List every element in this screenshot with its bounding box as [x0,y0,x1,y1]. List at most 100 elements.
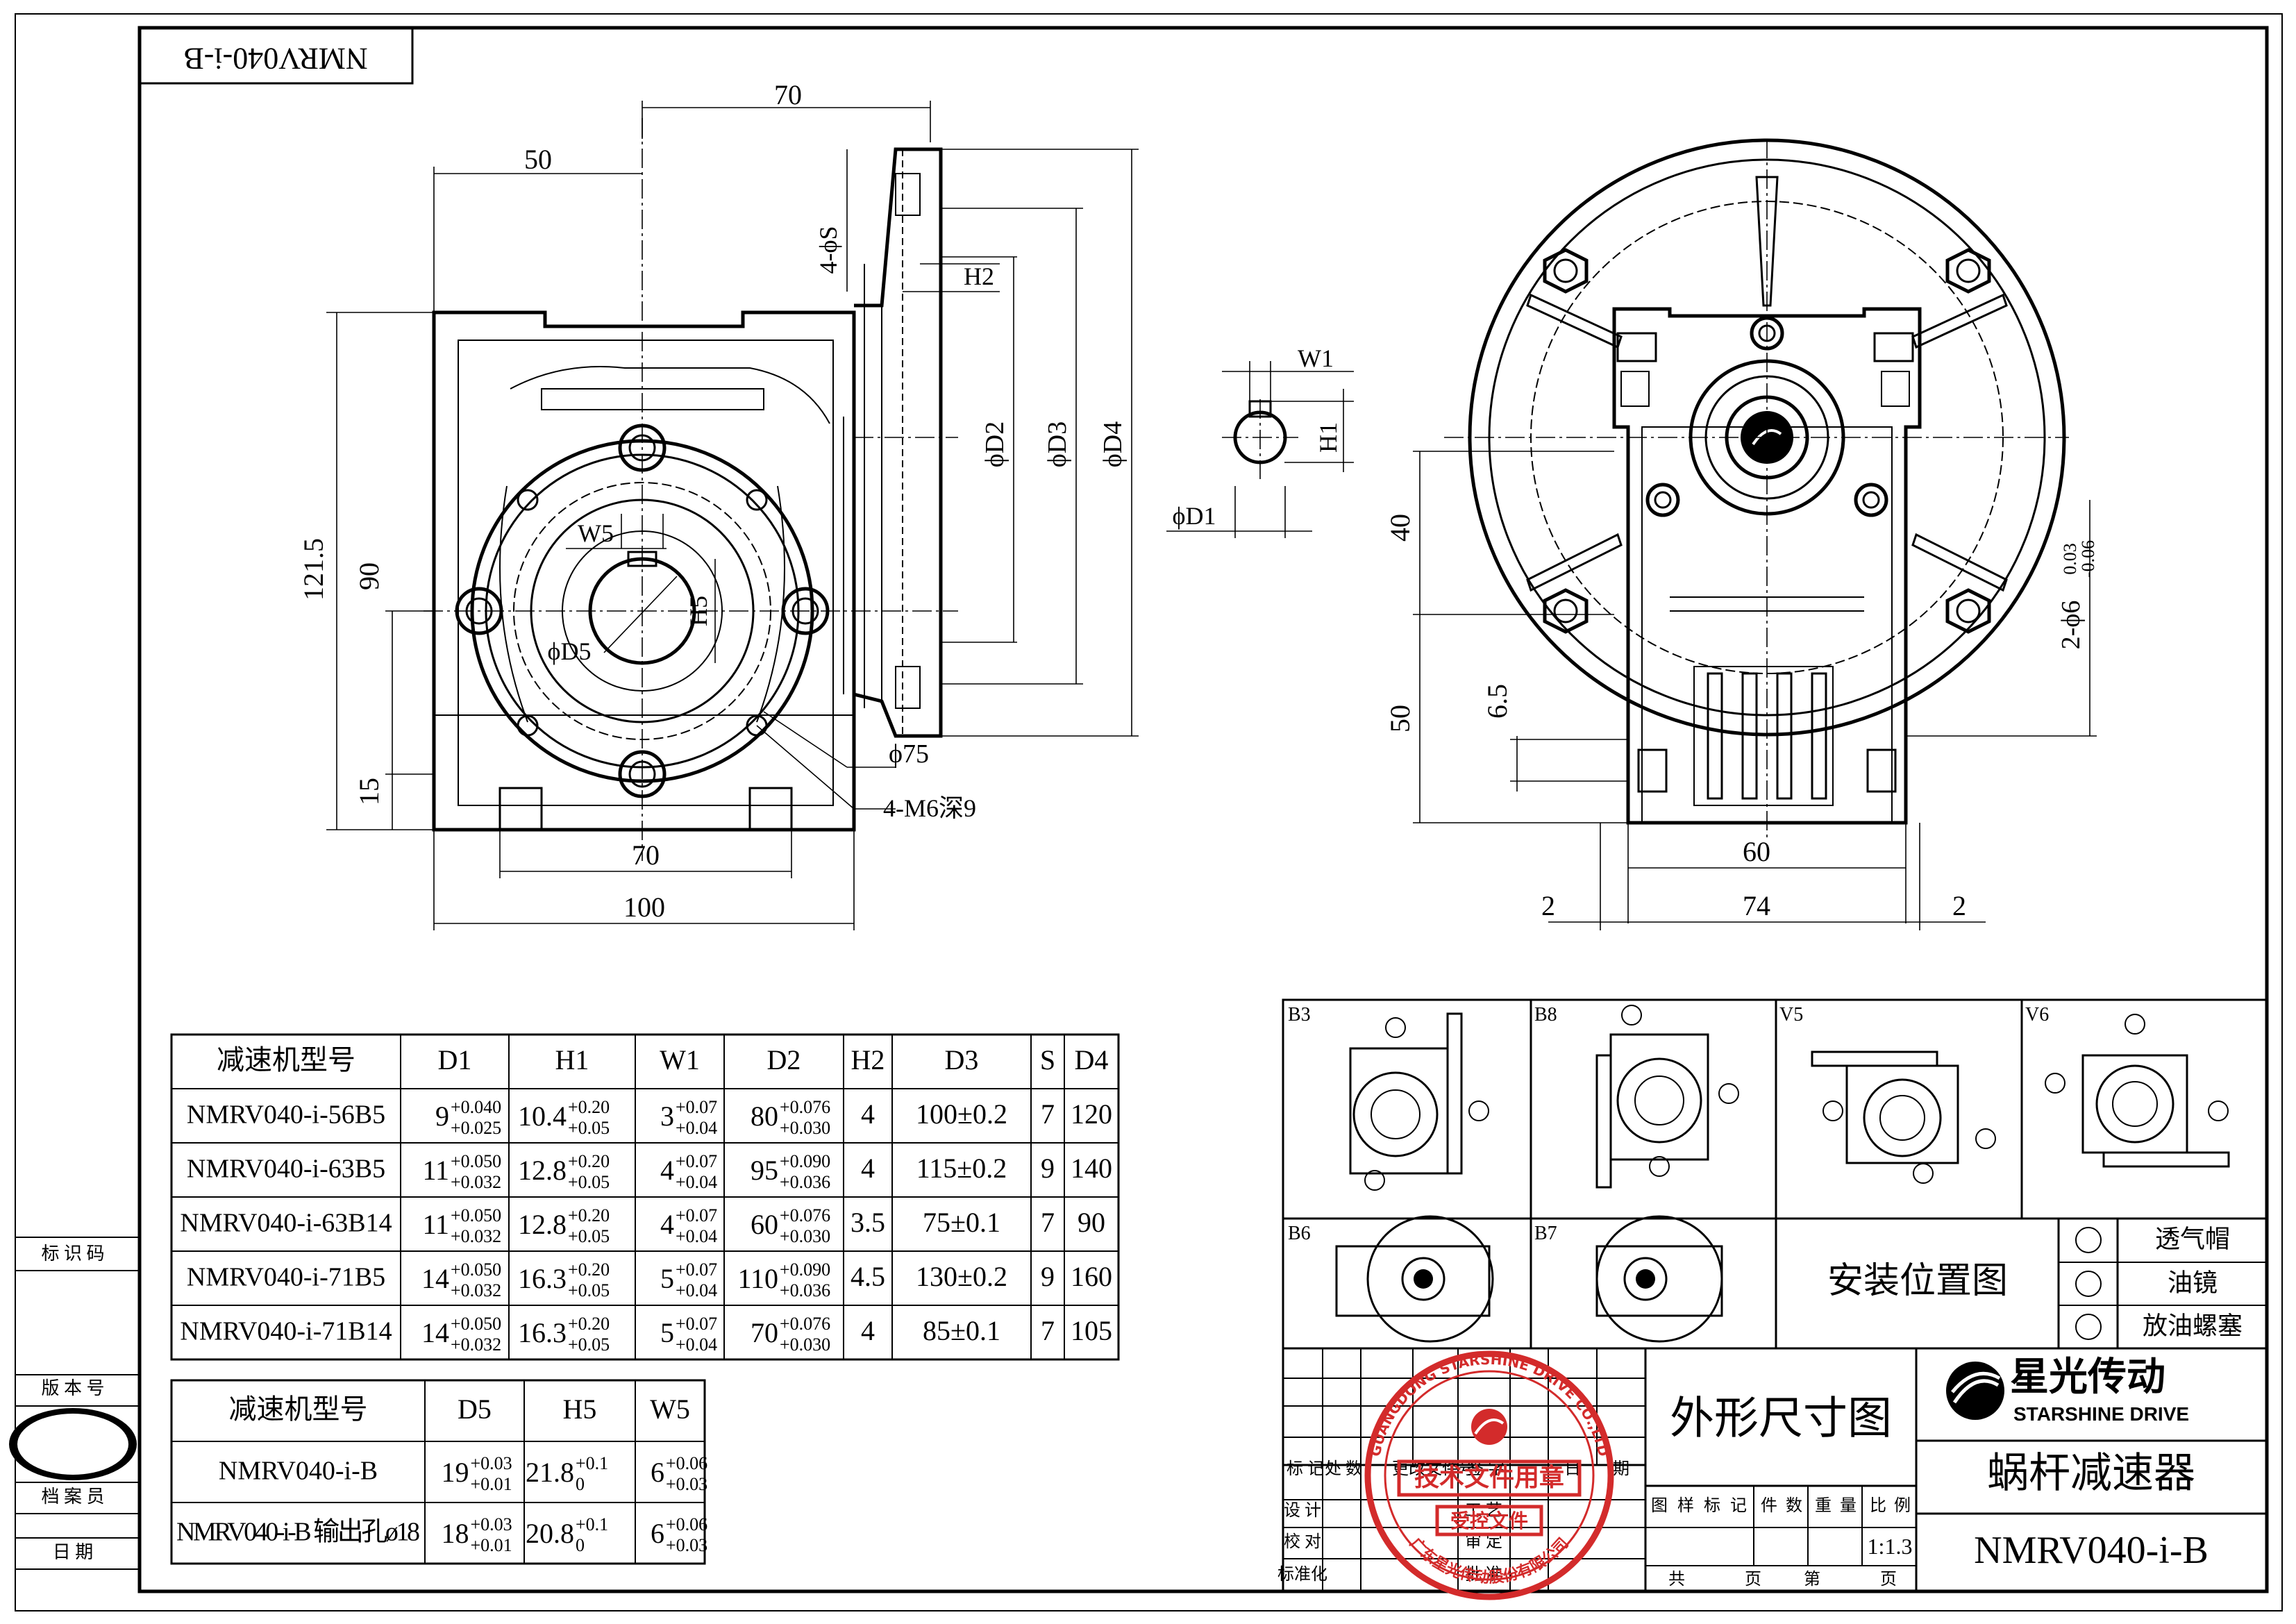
stamp-line-2: 受控文件 [1450,1509,1528,1532]
mounting-title: 安装位置图 [1827,1262,2008,1301]
legend-vent-cap: 透气帽 [2075,1225,2230,1253]
title-block: 标 记 处 数 更改文件号 签 字 日 期 设 计 校 对 标准化 工 艺 审 … [1277,1347,2268,1593]
table1-cell-upper-tol: +0.07 [676,1151,717,1171]
table2-cell-base: 19 [442,1457,469,1488]
inner-frame [137,26,2269,1593]
table2-cell-upper-tol: +0.03 [471,1453,512,1473]
table1-cell-base: 14 [421,1317,449,1348]
table2-cell-base: 21.8 [526,1457,574,1488]
table2-cell-upper-tol: +0.06 [666,1514,707,1534]
table1-header-7: S [1040,1044,1055,1075]
table1-cell-lower-tol: +0.025 [451,1118,501,1138]
rev-col-period: 期 [1613,1460,1629,1478]
table1-cell-lower-tol: +0.05 [568,1172,610,1192]
table1-cell: 7 [1041,1315,1055,1346]
dim-top-50: 50 [524,144,552,175]
table1-cell: 7 [1041,1207,1055,1238]
side-view-dimensions: 40 50 6.5 60 74 2 2 2-ϕ6 0.03 -0.06 [1384,451,2098,930]
svg-text:图: 图 [1651,1497,1668,1515]
table1-cell-base: 4 [660,1155,674,1186]
dim-2-right: 2 [1952,890,1966,921]
table1-cell-lower-tol: +0.04 [676,1280,717,1300]
table1-cell-lower-tol: +0.030 [780,1334,830,1355]
table1-cell: 140 [1071,1153,1112,1184]
svg-text:件: 件 [1761,1496,1777,1515]
product-name: 蜗杆减速器 [1987,1450,2195,1496]
table1-cell: 100±0.2 [916,1098,1007,1130]
svg-text:数: 数 [1786,1496,1802,1515]
svg-text:页: 页 [1880,1571,1897,1589]
marking-code-label: 标 识 码 [41,1244,104,1264]
dim-2-left: 2 [1541,890,1555,921]
rev-col-count: 处 数 [1325,1459,1362,1478]
table1-header-8: D4 [1075,1044,1109,1075]
dim-bottom-70: 70 [632,839,660,871]
table1-cell-lower-tol: +0.04 [676,1334,717,1355]
table1-cell-base: 10.4 [518,1100,567,1132]
svg-text:第: 第 [1804,1570,1820,1589]
table1-cell-upper-tol: +0.050 [451,1314,501,1334]
table2-cell-base: 18 [442,1518,469,1549]
company-logo [1946,1362,2004,1420]
table2-cell-lower-tol: 0 [576,1535,585,1555]
table2-cell-upper-tol: +0.1 [576,1453,608,1473]
table2-cell-lower-tol: +0.03 [666,1474,707,1494]
svg-text:比: 比 [1870,1496,1886,1515]
dim-4-s: 4-ϕS [814,226,842,274]
scale-value: 1:1.3 [1868,1534,1913,1559]
table2-cell: NMRV040-i-B 输出孔ø18 [176,1518,420,1547]
table1-cell-lower-tol: +0.030 [780,1226,830,1246]
stamp-line-1: 技术文件用章 [1414,1463,1564,1492]
svg-text:量: 量 [1840,1497,1857,1515]
table1-cell-lower-tol: +0.036 [780,1172,830,1192]
dim-h1: H1 [1314,422,1342,453]
table1-cell: 4 [861,1153,875,1184]
table1-cell-upper-tol: +0.20 [568,1259,610,1280]
table1-cell-upper-tol: +0.050 [451,1151,501,1171]
legend-vent-cap-label: 透气帽 [2155,1225,2230,1253]
dim-m6: 4-M6深9 [883,794,976,822]
dim-6-5: 6.5 [1482,684,1513,719]
role-process: 工 艺 [1465,1501,1502,1520]
dim-top-70: 70 [774,79,802,110]
table1-cell-lower-tol: +0.032 [451,1226,501,1246]
table1-cell-lower-tol: +0.036 [780,1280,830,1300]
role-design: 设 计 [1284,1501,1321,1520]
table1-header-5: H2 [851,1044,885,1075]
dim-2-holes: 2-ϕ6 [2056,601,2086,650]
dim-d5: ϕD5 [548,637,592,665]
rev-col-mark: 标 记 [1287,1459,1324,1478]
table2-cell-base: 6 [651,1518,664,1549]
dim-h2: H2 [964,262,994,290]
table1-cell: NMRV040-i-56B5 [187,1100,385,1130]
table1-header-0: 减速机型号 [217,1044,355,1075]
table1-cell-base: 3 [660,1100,674,1132]
revision-grid: 标 记 处 数 更改文件号 签 字 日 期 设 计 校 对 标准化 工 艺 审 … [1277,1348,1645,1591]
svg-text:页: 页 [1745,1571,1761,1589]
table1-cell-lower-tol: +0.032 [451,1334,501,1355]
table1-cell-upper-tol: +0.07 [676,1205,717,1225]
table1-cell-upper-tol: +0.20 [568,1314,610,1334]
table1-cell-upper-tol: +0.20 [568,1205,610,1225]
table1-header-3: W1 [660,1044,700,1075]
thumb-b8 [1595,1005,1739,1189]
dim-121-5: 121.5 [298,538,329,601]
dim-holes-tol-lo: -0.06 [2078,540,2098,578]
side-view [1444,138,2069,840]
table1-cell: 75±0.1 [923,1207,1000,1238]
thumb-b6 [1335,1215,1494,1343]
table2-cell-upper-tol: +0.06 [666,1453,707,1473]
dim-w5: W5 [578,519,614,547]
table1-cell: 4 [861,1315,875,1346]
dim-40: 40 [1384,514,1416,542]
table1-cell-upper-tol: +0.076 [780,1205,830,1225]
role-approve: 批 准 [1465,1565,1502,1584]
table1-cell-lower-tol: +0.032 [451,1172,501,1192]
table1-cell-upper-tol: +0.090 [780,1259,830,1280]
table1-cell-base: 5 [660,1263,674,1294]
mounting-positions-panel: B3 B8 V5 V6 B6 B7 [1282,998,2268,1350]
svg-text:样: 样 [1677,1496,1694,1515]
table1-cell-lower-tol: +0.030 [780,1118,830,1138]
legend-drain-plug: 放油螺塞 [2075,1312,2243,1340]
